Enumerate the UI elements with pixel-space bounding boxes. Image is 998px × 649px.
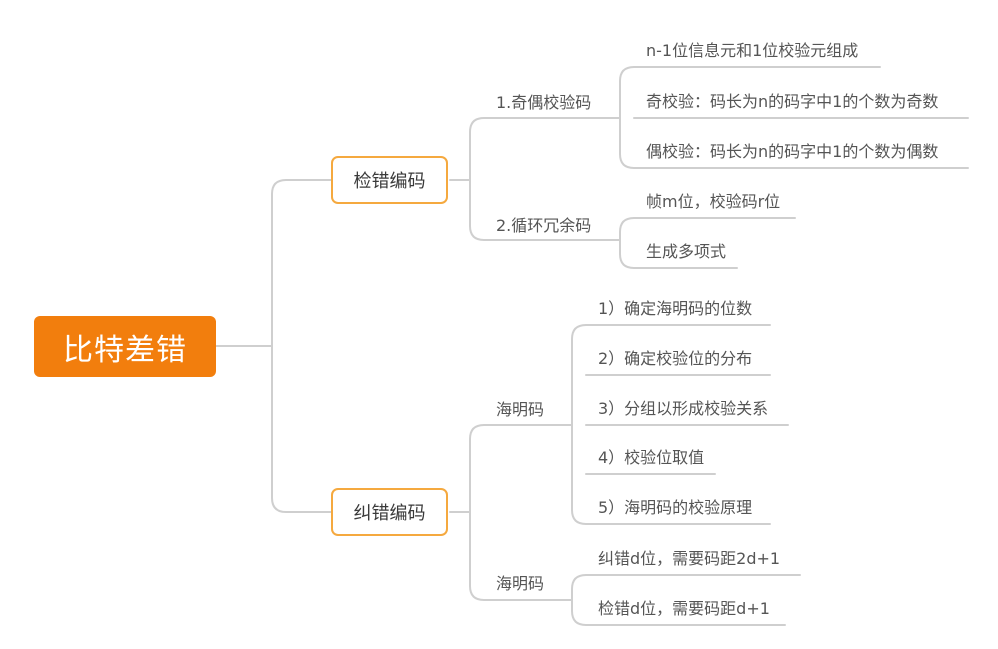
leaf-node[interactable]: 1）确定海明码的位数 [598,299,753,318]
connector-branch2-groups [449,424,573,601]
connector-group1-leaves [619,66,969,169]
leaf-node[interactable]: 帧m位，校验码r位 [646,192,781,211]
branch-node-error-detection[interactable]: 检错编码 [331,156,448,204]
group-node-parity-check[interactable]: 1.奇偶校验码 [496,93,592,112]
group-node-crc[interactable]: 2.循环冗余码 [496,216,592,235]
connector-group4-leaves [571,574,801,626]
connector-root-branches [215,179,332,513]
leaf-node[interactable]: 纠错d位，需要码距2d+1 [598,549,781,568]
leaf-node[interactable]: 检错d位，需要码距d+1 [598,599,770,618]
root-node[interactable]: 比特差错 [34,316,216,377]
connector-group3-leaves [571,324,789,525]
branch-node-error-correction[interactable]: 纠错编码 [331,488,448,536]
leaf-node[interactable]: 生成多项式 [646,242,727,261]
leaf-node[interactable]: 3）分组以形成校验关系 [598,399,769,418]
connector-group2-leaves [619,217,796,269]
leaf-node[interactable]: 2）确定校验位的分布 [598,349,753,368]
leaf-node[interactable]: n-1位信息元和1位校验元组成 [646,41,859,60]
connector-branch1-groups [449,117,621,241]
group-node-hamming-distance[interactable]: 海明码 [496,574,545,593]
leaf-node[interactable]: 5）海明码的校验原理 [598,498,753,517]
leaf-node[interactable]: 4）校验位取值 [598,448,705,467]
leaf-node[interactable]: 奇校验：码长为n的码字中1的个数为奇数 [646,92,939,111]
leaf-node[interactable]: 偶校验：码长为n的码字中1的个数为偶数 [646,142,939,161]
group-node-hamming-steps[interactable]: 海明码 [496,400,545,419]
